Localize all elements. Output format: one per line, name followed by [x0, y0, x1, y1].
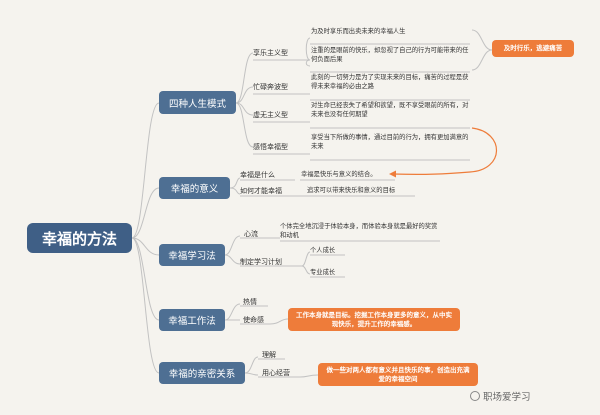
- branch-label: 幸福工作法: [168, 316, 216, 327]
- detail-insight-happiness: 享受当下所做的事情，通过目前的行为，拥有更加满意的未来: [311, 134, 469, 150]
- branch-meaning-of-happiness[interactable]: 幸福的意义: [159, 177, 230, 199]
- branch-happy-work[interactable]: 幸福工作法: [159, 309, 225, 331]
- watermark-text: 职场爱学习: [483, 392, 531, 403]
- root-label: 幸福的方法: [41, 229, 117, 248]
- branch-intimate-relationship[interactable]: 幸福的亲密关系: [159, 362, 245, 384]
- branch-label: 幸福的意义: [170, 184, 219, 195]
- sub-hedonism[interactable]: 享乐主义型: [253, 49, 288, 57]
- note-relationship[interactable]: 做一些对两人都有意义并且快乐的事，创造出充满爱的幸福空间: [318, 363, 478, 386]
- detail-personal-growth: 个人成长: [310, 247, 336, 254]
- detail-how-to-be-happy: 追求可以带来快乐和意义的目标: [307, 187, 396, 194]
- sub-nihilism[interactable]: 虚无主义型: [253, 111, 288, 119]
- sub-busy-rushing[interactable]: 忙碌奔波型: [253, 83, 288, 91]
- watermark: 职场爱学习: [470, 389, 531, 403]
- detail-what-is-happiness: 幸福是快乐与意义的结合。: [301, 171, 377, 178]
- sub-understanding[interactable]: 理解: [262, 351, 276, 359]
- note-work[interactable]: 工作本身就是目标。挖掘工作本身更多的意义，从中实现快乐，提升工作的幸福感。: [288, 308, 460, 331]
- sub-careful-management[interactable]: 用心经营: [262, 369, 290, 377]
- detail-hedonism-1: 为及时享乐而出卖未来的幸福人生: [311, 28, 406, 35]
- watermark-icon: [470, 391, 480, 401]
- sub-insight-happiness[interactable]: 感悟幸福型: [253, 143, 288, 151]
- branch-label: 幸福的亲密关系: [168, 369, 236, 380]
- detail-professional-growth: 专业成长: [310, 269, 336, 276]
- detail-busy-rushing: 此刻的一切努力是为了实现未来的目标，痛苦的过程是获得未来幸福的必由之路: [311, 74, 469, 90]
- sub-flow[interactable]: 心流: [244, 230, 258, 238]
- branch-happy-learning[interactable]: 幸福学习法: [159, 244, 225, 266]
- detail-hedonism-2: 注重的是眼前的快乐，却忽视了自己的行为可能带来的任何负面后果: [311, 47, 469, 63]
- note-hedonism[interactable]: 及时行乐，逃避痛苦: [492, 40, 574, 57]
- branch-label: 幸福学习法: [168, 251, 216, 262]
- sub-mission[interactable]: 使命感: [243, 316, 264, 324]
- branch-four-life-modes[interactable]: 四种人生模式: [159, 91, 236, 114]
- detail-flow: 个体完全地沉浸于体验本身，而体验本身就是最好的奖赏和动机: [280, 223, 438, 239]
- branch-label: 四种人生模式: [168, 98, 226, 110]
- root-node[interactable]: 幸福的方法: [27, 223, 132, 253]
- sub-passion[interactable]: 热情: [243, 298, 257, 306]
- sub-what-is-happiness[interactable]: 幸福是什么: [240, 171, 275, 179]
- sub-how-to-be-happy[interactable]: 如何才能幸福: [240, 187, 282, 195]
- detail-nihilism: 对生命已经丧失了希望和欲望，既不享受眼前的所有，对未来也没有任何期望: [311, 102, 469, 118]
- sub-study-plan[interactable]: 制定学习计划: [240, 258, 282, 266]
